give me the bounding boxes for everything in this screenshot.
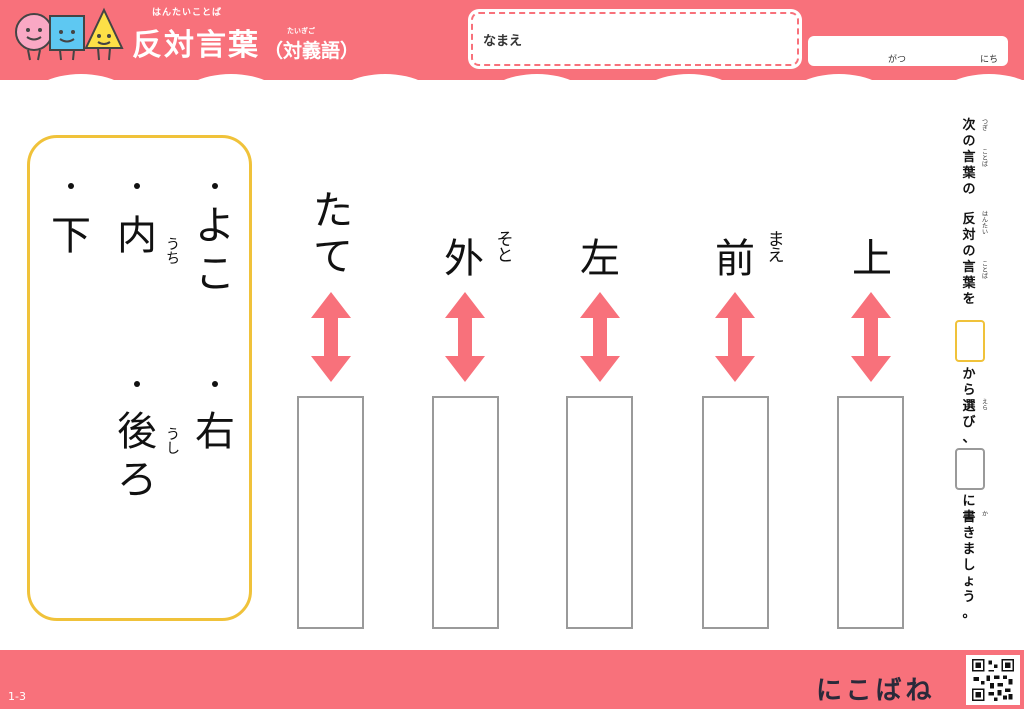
instruction-line-4: に書きましょう。 xyxy=(962,494,976,621)
brand-logo: にこばね xyxy=(816,676,936,706)
answer-box-3[interactable] xyxy=(566,396,633,629)
answer-box-1[interactable] xyxy=(297,396,364,629)
double-arrow-icon xyxy=(715,292,755,382)
question-mae: 前 xyxy=(715,236,755,282)
blue-square-face-icon xyxy=(49,15,85,61)
choice-dot xyxy=(212,183,218,189)
page-code: 1-3 xyxy=(8,690,26,703)
answer-box-2[interactable] xyxy=(432,396,499,629)
qr-code-icon[interactable] xyxy=(966,655,1020,705)
choice-box: よこ 右 内 うち 後ろ うし 下 xyxy=(27,135,252,621)
name-field[interactable]: なまえ xyxy=(471,12,799,66)
ruby-ushiro: うし xyxy=(166,427,180,457)
ruby-kotoba-2: ことば xyxy=(982,261,989,280)
date-field[interactable]: がつ にち xyxy=(808,36,1008,66)
day-label: にち xyxy=(980,55,999,65)
answer-box-4[interactable] xyxy=(702,396,769,629)
instruction-answer-box-sample xyxy=(955,448,985,490)
ruby-erabi: えら xyxy=(982,399,989,412)
double-arrow-icon xyxy=(445,292,485,382)
choice-migi: 右 xyxy=(191,408,239,456)
choice-text: 右 xyxy=(195,409,235,455)
ruby-hantai: はんたい xyxy=(982,211,989,236)
month-label: がつ xyxy=(888,55,907,65)
ruby-soto: そと xyxy=(496,230,514,266)
choice-dot xyxy=(134,381,140,387)
choice-shita: 下 xyxy=(47,212,95,260)
instruction-line-1: 次の言葉の xyxy=(962,118,976,197)
choice-text: 内 xyxy=(117,213,157,259)
choice-text: よこ xyxy=(195,203,235,297)
instruction-line-3: から選び、 xyxy=(962,367,976,446)
question-soto: 外 xyxy=(444,236,484,282)
choice-uchi: 内 xyxy=(113,212,161,260)
choice-text: 後ろ xyxy=(117,409,157,503)
answer-box-5[interactable] xyxy=(837,396,904,629)
ruby-mae: まえ xyxy=(767,230,785,266)
ruby-uchi: うち xyxy=(166,237,180,267)
choice-dot xyxy=(68,183,74,189)
page-title: 反対言葉 xyxy=(132,28,260,63)
ruby-kotoba-1: ことば xyxy=(982,149,989,168)
ruby-tsugi: つぎ xyxy=(982,119,989,132)
choice-dot xyxy=(212,381,218,387)
question-tate: たて xyxy=(313,188,353,280)
footer-band: 1-3 にこばね xyxy=(0,650,1024,709)
page-subtitle: （対義語） xyxy=(264,40,360,62)
double-arrow-icon xyxy=(851,292,891,382)
instruction-choice-box-sample xyxy=(955,320,985,362)
question-ue: 上 xyxy=(852,236,892,282)
pink-circle-face-icon xyxy=(15,13,53,61)
header-scallop-edge xyxy=(0,60,1024,100)
header-band: はんたいことば 反対言葉 たいぎご （対義語） なまえ がつ にち xyxy=(0,0,1024,80)
double-arrow-icon xyxy=(580,292,620,382)
yellow-triangle-face-icon xyxy=(84,7,124,61)
choice-text: 下 xyxy=(51,213,91,259)
title-ruby: はんたいことば xyxy=(152,8,223,18)
choice-ushiro: 後ろ xyxy=(113,408,161,504)
instruction-line-2: 反対の言葉を xyxy=(962,212,976,307)
choice-dot xyxy=(134,183,140,189)
logo-faces-icon xyxy=(15,7,124,61)
double-arrow-icon xyxy=(311,292,351,382)
choice-yoko: よこ xyxy=(191,202,239,298)
question-hidari: 左 xyxy=(580,236,620,282)
name-label: なまえ xyxy=(483,34,523,49)
subtitle-ruby: たいぎご xyxy=(287,27,315,35)
ruby-ka: か xyxy=(982,511,989,518)
